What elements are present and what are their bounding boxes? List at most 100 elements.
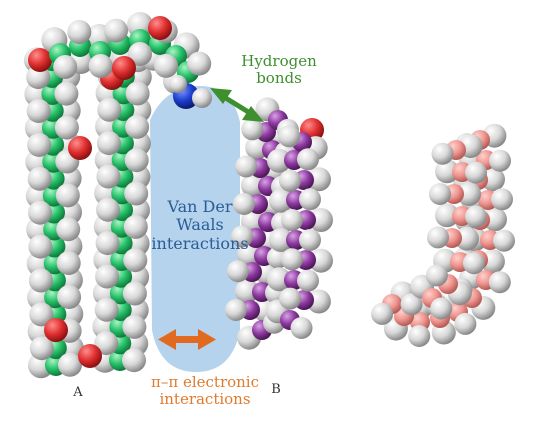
hydrogen-bonds-label: Hydrogen bonds	[224, 53, 334, 87]
hydrogen-bond-arrow-icon	[210, 88, 264, 122]
molecule-a-hydrogen-atom	[56, 217, 81, 242]
molecule-a-hydrogen-atom	[28, 234, 53, 259]
molecule-a-hydrogen-atom	[88, 54, 113, 78]
right-molecule-hydrogen-atom	[427, 226, 449, 249]
molecule-a-hydrogen-atom	[125, 114, 150, 139]
molecule-b-hydrogen-atom	[290, 317, 313, 339]
pi-pi-line-2: interactions	[159, 389, 251, 408]
right-molecule-hydrogen-atom	[425, 264, 448, 287]
molecule-b-hydrogen-atom	[269, 228, 293, 252]
molecule-a-hydrogen-atom	[122, 281, 147, 306]
molecule-b-hydrogen-atom	[297, 269, 319, 292]
molecule-a-oxygen-atom	[78, 344, 102, 368]
right-molecule-hydrogen-atom	[462, 252, 485, 275]
pi-pi-label: π–π electronic interactions	[105, 374, 305, 408]
molecule-a-hydrogen-atom	[187, 51, 212, 76]
molecule-a-hydrogen-atom	[53, 55, 78, 79]
molecule-b-hydrogen-atom	[299, 229, 321, 251]
pi-pi-arrow-icon	[158, 329, 216, 350]
molecule-a-hydrogen-atom	[122, 314, 147, 339]
van-der-waals-region	[150, 86, 240, 372]
molecule-a-hydrogen-atom	[154, 53, 179, 78]
molecule-a-hydrogen-atom	[123, 214, 148, 239]
hydrogen-bonds-line-2: bonds	[256, 68, 302, 87]
molecule-a-hydrogen-atom	[67, 20, 92, 44]
right-molecule-hydrogen-atom	[435, 159, 459, 184]
molecule-a-hydrogen-atom	[97, 97, 122, 122]
pi-pi-line-1: π–π electronic	[150, 373, 260, 391]
molecule-a-hydrogen-atom	[96, 197, 120, 222]
right-molecule-hydrogen-atom	[457, 182, 481, 206]
right-molecule-hydrogen-atom	[483, 207, 507, 232]
right-molecule-hydrogen-atom	[493, 229, 515, 252]
molecule-a-hydrogen-atom	[54, 115, 79, 140]
vdw-line-3: interactions	[151, 233, 249, 253]
molecule-a-hydrogen-atom	[124, 148, 149, 173]
molecule-a-hydrogen-atom	[54, 81, 79, 106]
molecule-a-oxygen-atom	[44, 318, 68, 342]
molecule-b-label: B	[271, 382, 281, 397]
molecule-a-hydrogen-atom	[58, 352, 82, 377]
molecule-a-hydrogen-atom	[96, 164, 121, 189]
right-molecule-hydrogen-atom	[488, 271, 511, 294]
molecule-a-label: A	[73, 385, 83, 400]
right-molecule-hydrogen-atom	[489, 149, 511, 172]
right-molecule-hydrogen-atom	[431, 142, 454, 165]
molecule-a-hydrogen-atom	[29, 336, 54, 361]
molecule-b-hydrogen-atom	[299, 188, 321, 211]
right-molecule-hydrogen-atom	[455, 226, 479, 251]
molecule-b-hydrogen-atom	[297, 148, 319, 171]
molecule-a-hydrogen-atom	[29, 302, 54, 327]
molecule-a-hydrogen-atom	[57, 285, 82, 309]
right-molecule	[371, 123, 515, 347]
molecule-b	[225, 97, 333, 350]
right-molecule-hydrogen-atom	[435, 203, 459, 228]
right-molecule-hydrogen-atom	[408, 325, 431, 347]
molecule-b-hydrogen-atom	[267, 267, 291, 292]
right-molecule-hydrogen-atom	[429, 183, 451, 205]
molecule-a-hydrogen-atom	[27, 166, 52, 191]
molecule-b-hydrogen-atom	[235, 279, 259, 304]
molecule-a-hydrogen-atom	[95, 231, 120, 256]
molecule-b-hydrogen-atom	[231, 225, 254, 248]
right-molecule-hydrogen-atom	[371, 302, 394, 325]
molecule-b-hydrogen-atom	[227, 260, 249, 283]
molecule-a-hydrogen-atom	[96, 131, 121, 156]
molecule-b-hydrogen-atom	[269, 188, 293, 213]
molecule-a-hydrogen-atom	[128, 42, 152, 66]
right-molecule-hydrogen-atom	[481, 167, 505, 192]
molecule-a-hydrogen-atom	[169, 75, 187, 93]
molecule-b-hydrogen-atom	[309, 248, 333, 273]
molecule-a-hydrogen-atom	[28, 200, 52, 225]
molecule-a-hydrogen-atom	[104, 18, 128, 43]
molecule-b-hydrogen-atom	[233, 193, 255, 215]
molecule-b-hydrogen-atom	[279, 169, 301, 192]
molecule-b-hydrogen-atom	[225, 299, 247, 321]
right-molecule-hydrogen-atom	[465, 161, 487, 184]
right-molecule-hydrogen-atom	[491, 188, 513, 211]
molecule-a-hydrogen-atom	[26, 99, 51, 123]
molecule-b-hydrogen-atom	[235, 155, 258, 178]
molecule-a-hydrogen-atom	[94, 331, 119, 356]
molecule-b-hydrogen-atom	[279, 287, 302, 310]
molecule-b-hydrogen-atom	[278, 125, 301, 148]
hydrogen-bonds-line-1: Hydrogen	[241, 52, 317, 70]
right-molecule-hydrogen-atom	[454, 312, 477, 335]
right-molecule-hydrogen-atom	[430, 297, 453, 320]
molecule-b-hydrogen-atom	[267, 148, 291, 173]
molecule-a-oxygen-atom	[148, 16, 172, 40]
molecule-a-hydrogen-atom	[28, 268, 53, 293]
molecule-a-oxygen-atom	[28, 48, 52, 72]
molecule-a-hydrogen-atom	[56, 251, 81, 276]
molecule-b-hydrogen-atom	[281, 209, 303, 231]
molecule-a-hydrogen-atom	[27, 132, 52, 157]
molecule-a-hydrogen-atom	[95, 264, 120, 289]
molecule-b-hydrogen-atom	[307, 167, 331, 192]
molecule-b-hydrogen-atom	[241, 118, 264, 141]
right-molecule-hydrogen-atom	[465, 205, 487, 228]
molecule-a	[24, 12, 212, 379]
molecule-a-hydrogen-atom	[124, 181, 149, 206]
molecule-a-hydrogen-atom	[94, 297, 119, 322]
molecule-b-hydrogen-atom	[241, 173, 265, 198]
